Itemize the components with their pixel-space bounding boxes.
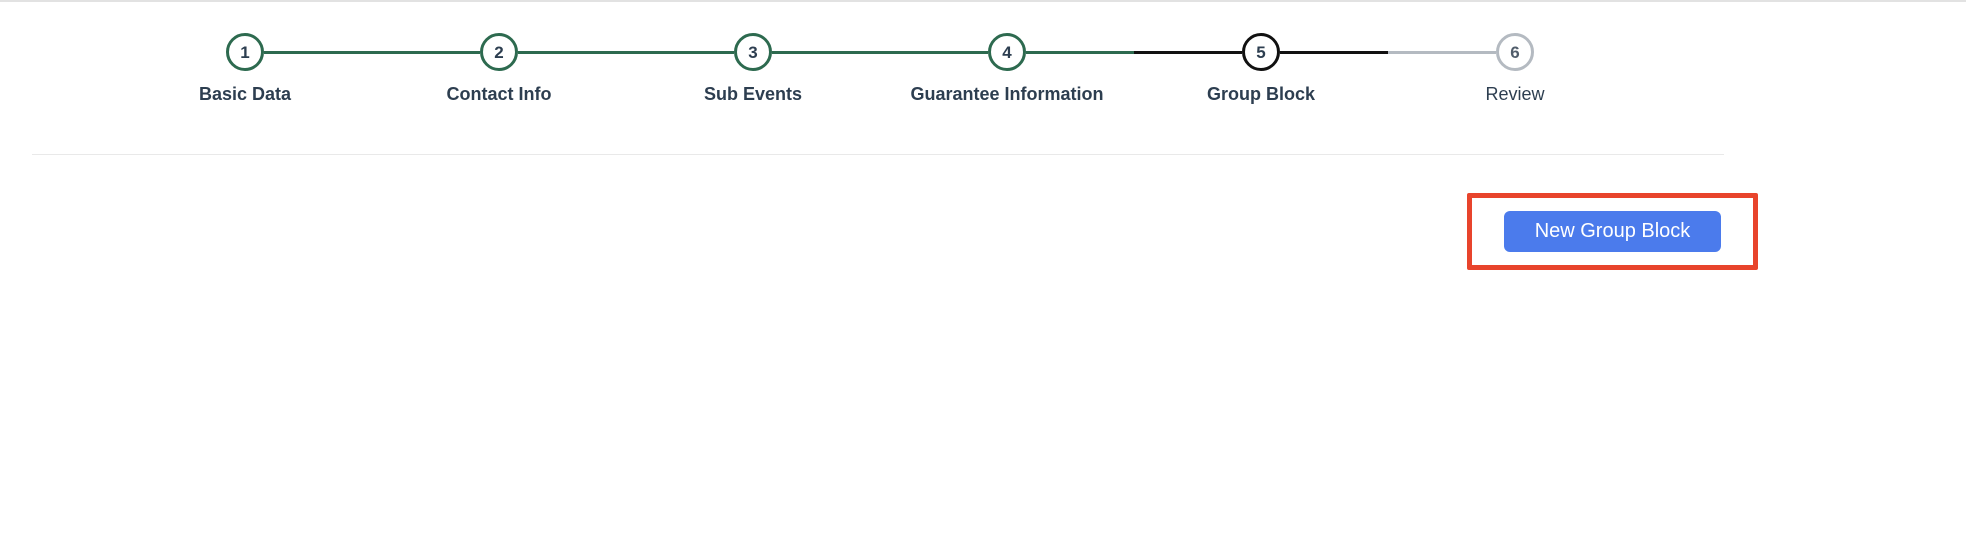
step-label-sub-events: Sub Events [703,84,803,104]
step-connector-left [372,50,480,54]
step-number: 2 [494,42,504,62]
step-circle-group-block[interactable]: 5 [1242,33,1280,71]
step-number: 3 [748,42,758,62]
step-row: 1 [118,33,372,71]
top-border [0,0,1966,2]
step-connector-right [772,50,880,54]
step-circle-guarantee-information[interactable]: 4 [988,33,1026,71]
step-row: 4 [880,33,1134,71]
step-row: 5 [1134,33,1388,71]
step-connector-left [1388,50,1496,54]
step-circle-sub-events[interactable]: 3 [734,33,772,71]
step-connector-right [264,50,372,54]
step-circle-review[interactable]: 6 [1496,33,1534,71]
step-connector-right [518,50,626,54]
new-group-block-button[interactable]: New Group Block [1504,211,1721,252]
step-row: 2 [372,33,626,71]
step-connector-left [1134,50,1242,54]
step-number: 5 [1256,42,1266,62]
step-row: 6 [1388,33,1642,71]
step-label-guarantee-information: Guarantee Information [910,84,1104,104]
step-connector-left [880,50,988,54]
step-number: 1 [240,42,250,62]
step-label-review: Review [1485,84,1545,104]
step-label-contact-info: Contact Info [446,84,552,104]
step-circle-contact-info[interactable]: 2 [480,33,518,71]
step-connector-right [1026,50,1134,54]
step-number: 4 [1002,42,1012,62]
step-number: 6 [1510,42,1520,62]
step-connector-left [626,50,734,54]
step-row: 3 [626,33,880,71]
step-label-basic-data: Basic Data [198,84,292,104]
step-circle-basic-data[interactable]: 1 [226,33,264,71]
highlight-annotation: New Group Block [1467,193,1758,270]
section-divider [32,154,1724,155]
step-connector-right [1280,50,1388,54]
step-label-group-block: Group Block [1206,84,1315,104]
